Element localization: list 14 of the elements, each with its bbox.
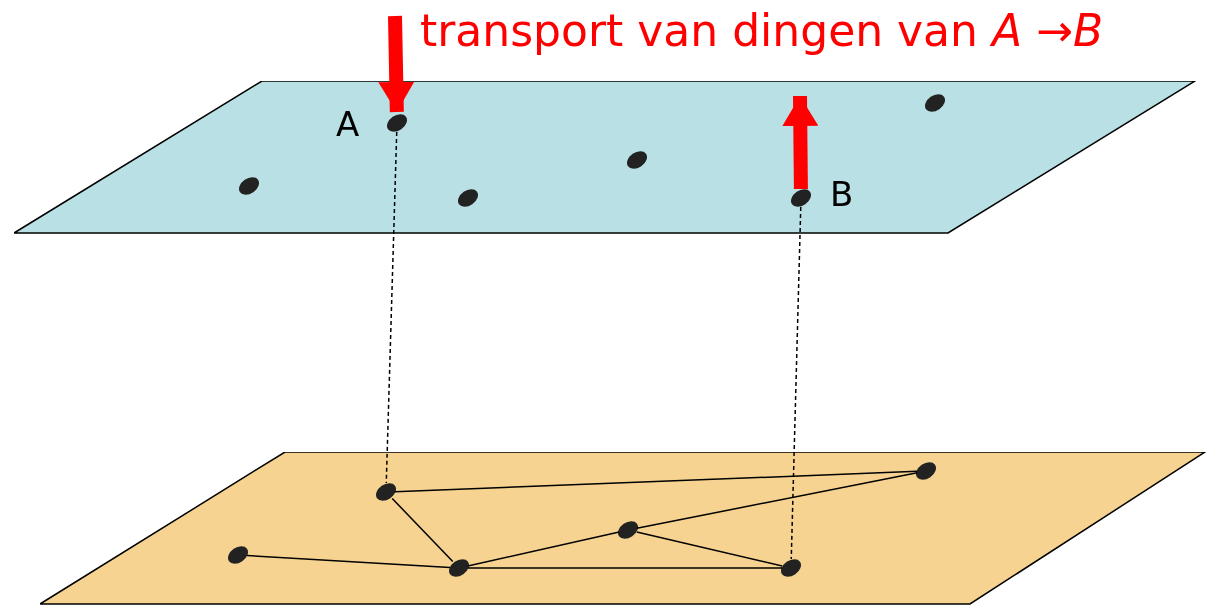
connector-line bbox=[467, 567, 783, 569]
dashed-line bbox=[790, 206, 802, 560]
connector-line bbox=[636, 531, 783, 567]
connector-line bbox=[636, 472, 918, 529]
connector-line bbox=[391, 497, 454, 563]
arrow bbox=[378, 15, 415, 113]
point-label: B bbox=[830, 174, 854, 214]
point-label: A bbox=[336, 104, 360, 144]
connector-line bbox=[246, 554, 451, 569]
title: transport van dingen van A →B bbox=[420, 4, 1104, 58]
arrow bbox=[782, 95, 819, 190]
connector-line bbox=[394, 470, 918, 493]
dashed-line bbox=[385, 131, 398, 484]
connector-line bbox=[467, 531, 620, 567]
